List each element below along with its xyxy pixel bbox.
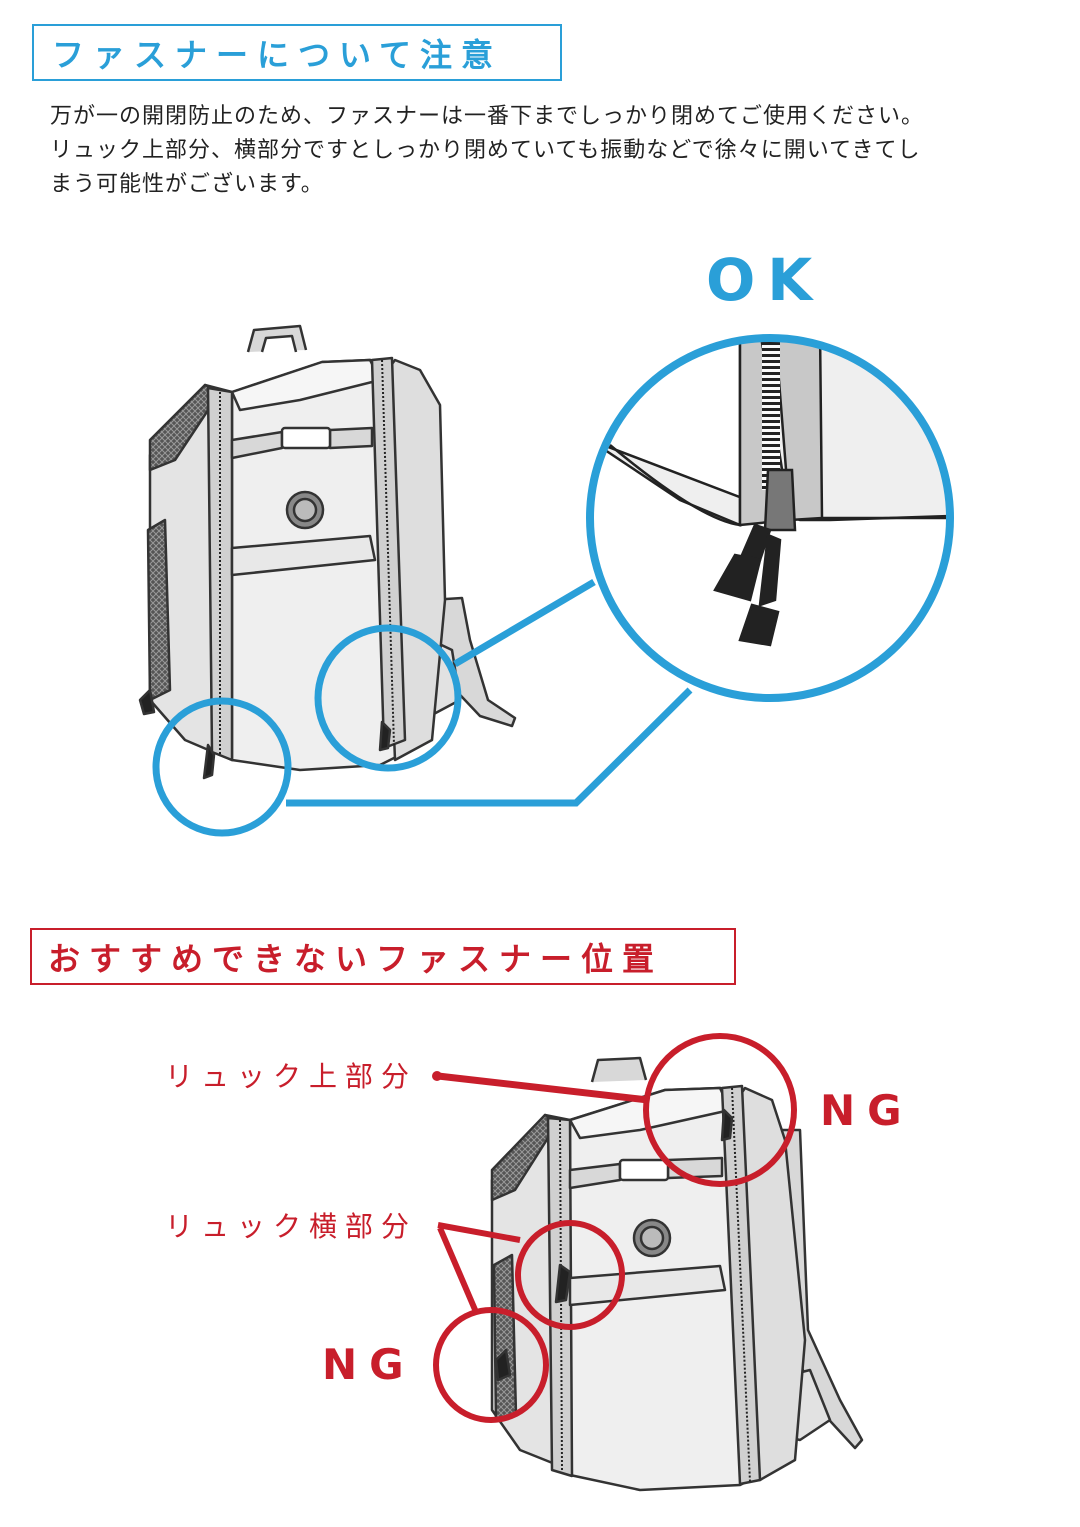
callout-side-part: リュック横部分 [165,1210,418,1243]
backpack-illustration-1 [138,324,517,780]
ng-label-side: NG [322,1340,416,1389]
ok-label: OK [706,246,825,314]
section-title-zipper-caution: ファスナーについて注意 [32,24,562,81]
ng-highlight [433,1033,797,1423]
description-line: リュック上部分、横部分ですとしっかり閉めていても振動などで徐々に開いてきてし [50,138,921,163]
ok-highlight [152,578,693,837]
description-line: まう可能性がございます。 [50,172,324,197]
section-title-text: ファスナーについて注意 [52,35,503,74]
callout-top-part: リュック上部分 [165,1060,418,1093]
backpack-illustration-2 [490,1056,864,1492]
description-line: 万が一の開閉防止のため、ファスナーは一番下までしっかり閉めてご使用ください。 [50,104,925,129]
leader-dot [432,1071,442,1081]
section-title-text: おすすめできないファスナー位置 [48,939,664,978]
section-title-not-recommended: おすすめできないファスナー位置 [30,928,736,985]
ng-label-top: NG [820,1086,914,1135]
caution-description: 万が一の開閉防止のため、ファスナーは一番下までしっかり閉めてご使用ください。 リ… [50,100,1060,202]
zipper-zoom-detail [586,334,954,702]
